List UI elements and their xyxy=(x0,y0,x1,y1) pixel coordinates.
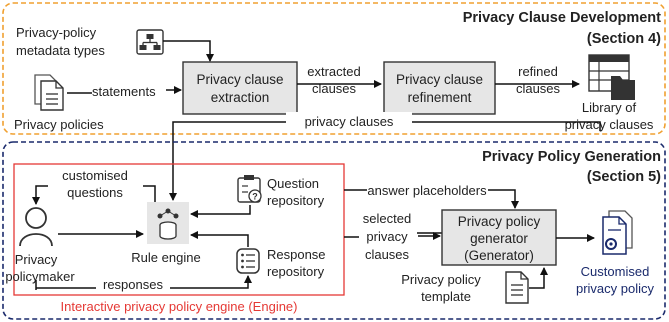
interactive-engine-box xyxy=(13,163,345,296)
refinement-box-line1: Privacy clause xyxy=(396,72,483,87)
question-repo-to-rule-engine-arrow xyxy=(190,205,251,218)
customised-policy-line1: Customised xyxy=(581,264,650,279)
question-repository-icon: ? xyxy=(237,175,262,203)
svg-text:?: ? xyxy=(252,192,258,202)
response-repo-to-rule-engine-arrow xyxy=(190,231,249,247)
refinement-box-line2: refinement xyxy=(408,90,472,105)
library-icon xyxy=(588,54,635,100)
template-label-line1: Privacy policy xyxy=(401,272,481,287)
extracted-clauses-line1: extracted xyxy=(307,64,360,79)
selected-clauses-background xyxy=(359,209,417,265)
extraction-box-line1: Privacy clause xyxy=(196,72,283,87)
response-repository-icon xyxy=(236,248,260,274)
generator-box-line2: generator xyxy=(470,231,528,246)
generation-section-title: Privacy Policy Generation xyxy=(482,149,661,165)
rule-engine-label: Rule engine xyxy=(131,250,200,265)
privacy-policies-document-icon xyxy=(34,74,64,111)
customised-policy-line2: privacy policy xyxy=(576,281,655,296)
template-to-generator-arrow xyxy=(529,267,548,289)
rule-engine-to-policymaker-arrow xyxy=(36,185,156,205)
privacy-policies-label: Privacy policies xyxy=(14,117,104,132)
question-repository-line1: Question xyxy=(267,176,319,191)
template-document-icon xyxy=(505,271,529,304)
refined-clauses-line1: refined xyxy=(518,64,558,79)
hierarchy-icon xyxy=(136,29,164,55)
question-repository-line2: repository xyxy=(267,193,325,208)
connector-label-background xyxy=(286,112,412,130)
metadata-types-label-line1: Privacy-policy xyxy=(16,25,97,40)
selected-clauses-line1: selected xyxy=(363,211,411,226)
extraction-box-line2: extraction xyxy=(211,90,270,105)
development-section-subtitle: (Section 4) xyxy=(587,31,661,47)
customised-policy-document-icon xyxy=(602,210,633,255)
rule-engine-icon xyxy=(147,202,189,244)
privacy-clauses-connector-label: privacy clauses xyxy=(305,114,394,129)
privacy-policy-generator-box xyxy=(441,209,557,266)
generator-box-line3: (Generator) xyxy=(464,248,534,263)
selected-clauses-line2: privacy xyxy=(366,229,408,244)
template-label-line2: template xyxy=(421,289,471,304)
engine-caption: Interactive privacy policy engine (Engin… xyxy=(60,299,297,314)
development-section-title: Privacy Clause Development xyxy=(463,10,661,26)
response-repository-line2: repository xyxy=(267,264,325,279)
responses-label-background xyxy=(96,276,170,292)
policymaker-label-line2: policymaker xyxy=(5,269,75,284)
statements-label: statements xyxy=(92,84,156,99)
answer-placeholders-label: answer placeholders xyxy=(367,183,487,198)
responses-label: responses xyxy=(103,277,163,292)
customised-questions-line1: customised xyxy=(62,168,128,183)
metadata-types-label-line2: metadata types xyxy=(16,43,105,58)
policymaker-person-icon xyxy=(19,207,53,247)
generation-section-subtitle: (Section 5) xyxy=(587,169,661,185)
privacy-policy-generation-section xyxy=(2,141,666,320)
metadata-to-extraction-arrow xyxy=(163,40,214,62)
answer-placeholders-background xyxy=(367,182,488,198)
policymaker-label-line1: Privacy xyxy=(15,252,58,267)
generator-box-line1: Privacy policy xyxy=(458,214,541,229)
privacy-clause-refinement-box xyxy=(383,61,496,115)
library-label-line2: privacy clauses xyxy=(565,117,654,132)
privacy-clause-development-section xyxy=(2,2,666,135)
privacy-clause-extraction-box xyxy=(182,61,298,115)
response-repository-line1: Response xyxy=(267,247,326,262)
customised-questions-line2: questions xyxy=(67,185,123,200)
library-label-line1: Library of xyxy=(582,100,637,115)
selected-clauses-line3: clauses xyxy=(365,247,410,262)
